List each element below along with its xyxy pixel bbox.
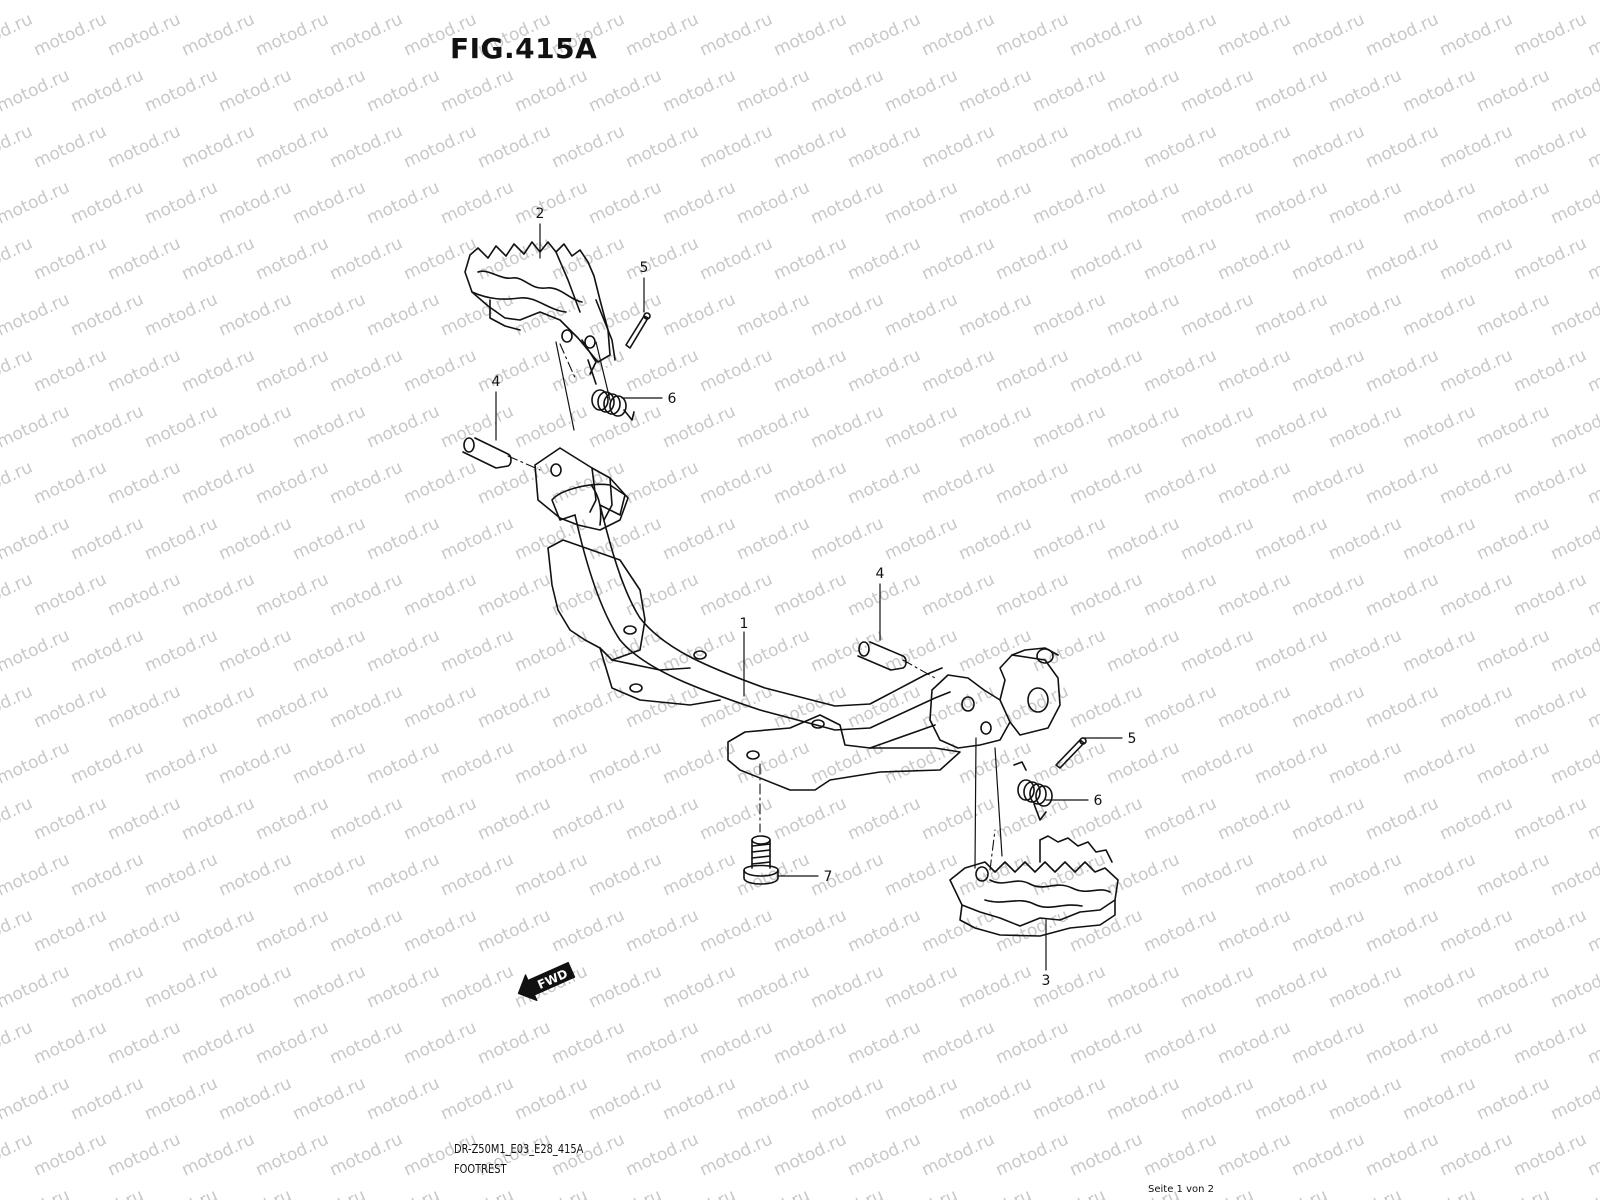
footrest-bracket bbox=[547, 483, 961, 791]
cotter-pin-lower bbox=[1055, 737, 1087, 769]
callout-4-lower: 4 bbox=[876, 566, 885, 582]
figure-title: FIG.415A bbox=[450, 32, 598, 65]
pin-upper bbox=[462, 437, 512, 469]
callout-6-lower: 6 bbox=[1094, 793, 1103, 809]
diagram-code: DR-Z50M1_E03_E28_415A bbox=[454, 1142, 584, 1156]
callout-2: 2 bbox=[536, 206, 545, 222]
fwd-arrow: FWD bbox=[517, 961, 576, 1002]
callout-7: 7 bbox=[824, 869, 833, 885]
callout-3: 3 bbox=[1042, 973, 1051, 989]
left-footpeg bbox=[464, 241, 616, 375]
left-clevis-bracket bbox=[534, 447, 629, 531]
callout-4-upper: 4 bbox=[492, 374, 501, 390]
pin-lower bbox=[857, 641, 907, 671]
callout-6-upper: 6 bbox=[668, 391, 677, 407]
assembly-lines bbox=[507, 343, 996, 871]
callout-5-lower: 5 bbox=[1128, 731, 1137, 747]
right-footpeg bbox=[949, 835, 1119, 937]
right-clevis-bracket bbox=[929, 647, 1061, 749]
callout-1: 1 bbox=[740, 616, 749, 632]
spring-lower bbox=[1013, 761, 1053, 821]
spring-upper bbox=[587, 359, 635, 421]
alignment-lines bbox=[555, 341, 1003, 869]
callout-5-upper: 5 bbox=[640, 260, 649, 276]
diagram-name: FOOTREST bbox=[454, 1162, 507, 1176]
flange-bolt bbox=[743, 835, 779, 885]
cotter-pin-upper bbox=[625, 312, 651, 349]
leader-lines bbox=[495, 223, 1123, 971]
page-indicator: Seite 1 von 2 bbox=[1148, 1184, 1214, 1195]
callout-labels: 1 2 3 4 4 5 5 6 6 7 bbox=[492, 206, 1137, 989]
